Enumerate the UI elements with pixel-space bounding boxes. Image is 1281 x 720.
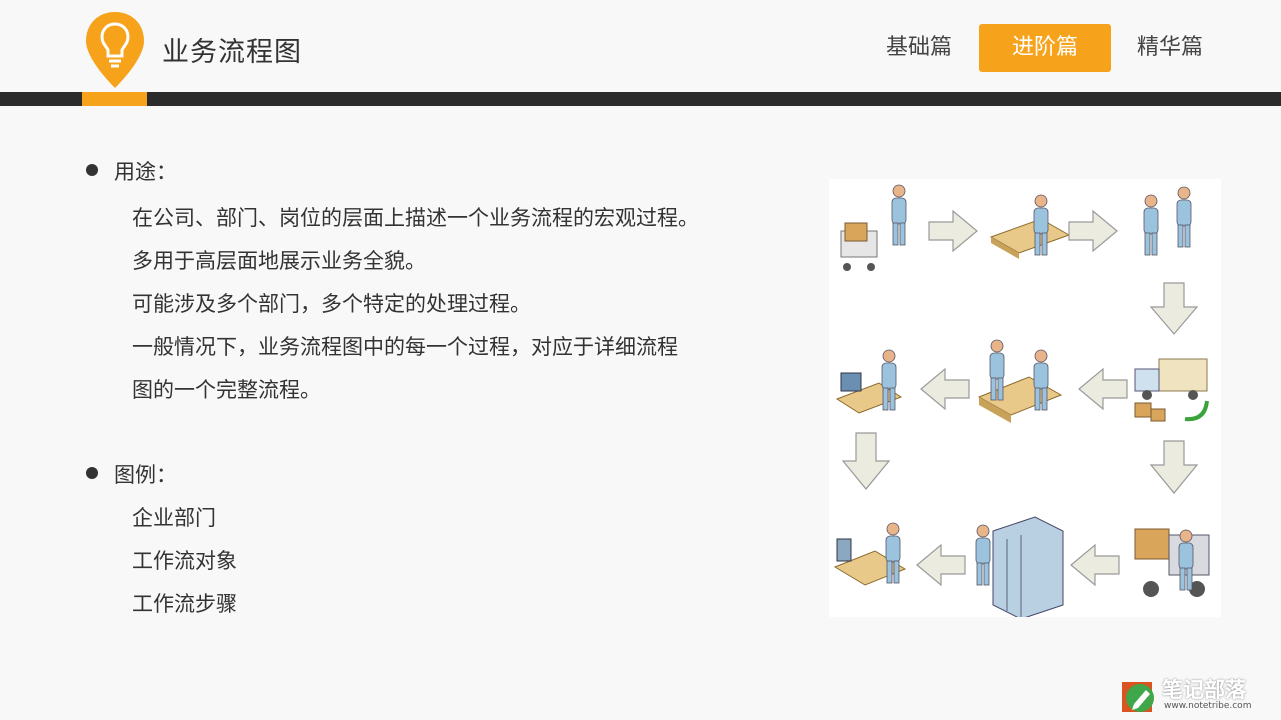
header-divider bbox=[0, 92, 1281, 106]
bullet-icon bbox=[86, 467, 98, 479]
legend-item: 工作流步骤 bbox=[132, 592, 237, 616]
forklift-icon bbox=[1134, 528, 1210, 597]
header: 业务流程图 基础篇 进阶篇 精华篇 bbox=[0, 0, 1281, 92]
flow-arrow-left-icon bbox=[1070, 544, 1120, 586]
shopping-cart-icon bbox=[840, 184, 907, 271]
flow-arrow-left-icon bbox=[1078, 368, 1128, 410]
site-watermark: 笔记部落 www.notetribe.com bbox=[1118, 670, 1278, 718]
lightbulb-pin-icon bbox=[86, 12, 144, 88]
delivery-truck-icon bbox=[1134, 358, 1209, 422]
service-desk-icon bbox=[977, 339, 1063, 423]
business-flow-illustration bbox=[829, 179, 1221, 620]
header-divider-accent bbox=[82, 92, 147, 106]
usage-line: 多用于高层面地展示业务全貌。 bbox=[132, 249, 426, 273]
legend-item: 工作流对象 bbox=[132, 549, 237, 573]
watermark-brand: 笔记部落 bbox=[1162, 678, 1246, 702]
usage-line: 在公司、部门、岗位的层面上描述一个业务流程的宏观过程。 bbox=[132, 206, 699, 230]
bullet-icon bbox=[86, 164, 98, 176]
flow-arrow-down-icon bbox=[1149, 440, 1199, 494]
flow-diagram-image bbox=[833, 184, 1210, 620]
tab-essence[interactable]: 精华篇 bbox=[1136, 35, 1203, 60]
usage-line: 可能涉及多个部门，多个特定的处理过程。 bbox=[132, 292, 531, 316]
flow-arrow-right-icon bbox=[928, 210, 978, 252]
server-cabinet-icon bbox=[975, 516, 1064, 620]
flow-arrow-down-icon bbox=[841, 432, 891, 490]
flow-arrow-right-icon bbox=[1068, 210, 1118, 252]
page-title: 业务流程图 bbox=[162, 37, 302, 68]
flow-arrow-left-icon bbox=[920, 368, 970, 410]
usage-line: 一般情况下，业务流程图中的每一个过程，对应于详细流程 bbox=[132, 335, 678, 359]
usage-line: 图的一个完整流程。 bbox=[132, 378, 321, 402]
flow-arrow-down-icon bbox=[1149, 282, 1199, 335]
handshake-icon bbox=[1143, 186, 1192, 256]
office-desk-icon bbox=[989, 194, 1071, 259]
tab-basic[interactable]: 基础篇 bbox=[885, 35, 952, 60]
computer-workstation-icon bbox=[835, 349, 903, 414]
watermark-url: www.notetribe.com bbox=[1164, 701, 1252, 711]
legend-label: 图例： bbox=[114, 463, 177, 487]
pencil-logo-icon bbox=[1122, 682, 1154, 712]
usage-label: 用途： bbox=[114, 160, 177, 184]
legend-item: 企业部门 bbox=[132, 506, 216, 530]
workbench-icon bbox=[833, 522, 907, 586]
flow-arrow-left-icon bbox=[916, 544, 966, 586]
tab-advanced[interactable]: 进阶篇 bbox=[979, 24, 1111, 72]
